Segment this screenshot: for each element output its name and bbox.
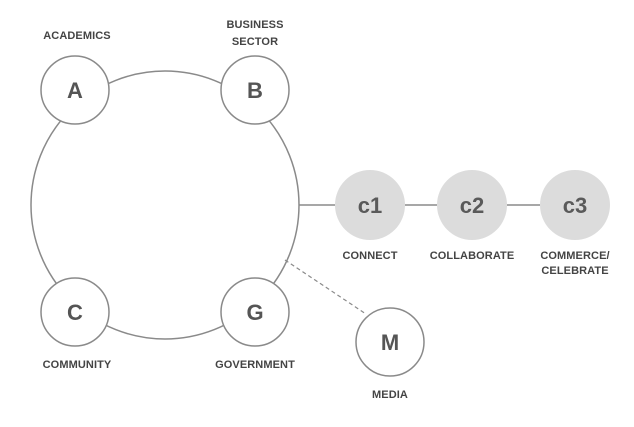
label-business-line2: SECTOR <box>232 36 278 48</box>
node-connect-letter: c1 <box>358 193 382 218</box>
node-media: M <box>355 307 425 377</box>
label-government: GOVERNMENT <box>215 359 295 371</box>
node-connect: c1 <box>335 170 405 240</box>
node-commerce: c3 <box>540 170 610 240</box>
node-government-letter: G <box>246 300 263 325</box>
node-collaborate-letter: c2 <box>460 193 484 218</box>
node-business-letter: B <box>247 78 263 103</box>
label-community: COMMUNITY <box>43 359 112 371</box>
label-business-line1: BUSINESS <box>226 19 283 31</box>
node-government: G <box>220 277 290 347</box>
node-academics: A <box>40 55 110 125</box>
label-commerce-line1: COMMERCE/ <box>540 250 609 262</box>
node-collaborate: c2 <box>437 170 507 240</box>
label-media: MEDIA <box>372 389 408 401</box>
node-commerce-letter: c3 <box>563 193 587 218</box>
label-connect: CONNECT <box>342 250 397 262</box>
media-dashed-line <box>284 259 367 315</box>
label-commerce-line2: CELEBRATE <box>541 265 608 277</box>
node-academics-letter: A <box>67 78 83 103</box>
node-business: B <box>220 55 290 125</box>
node-community-letter: C <box>67 300 83 325</box>
label-collaborate: COLLABORATE <box>430 250 515 262</box>
label-academics: ACADEMICS <box>43 30 111 42</box>
node-media-letter: M <box>381 330 399 355</box>
node-community: C <box>40 277 110 347</box>
